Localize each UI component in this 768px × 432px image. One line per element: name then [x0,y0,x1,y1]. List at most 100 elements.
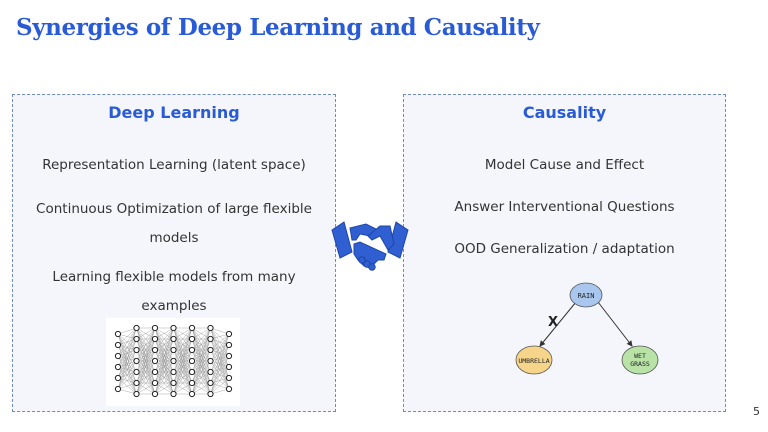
nn-node [170,379,177,387]
nn-node [225,363,233,371]
nn-node [114,385,122,393]
nn-node [151,324,159,332]
nn-node [114,374,122,382]
nn-edge [173,338,193,395]
nn-edge [136,327,156,373]
nn-edge [117,327,137,368]
nn-node [114,341,122,349]
deep-learning-item-3: Learning flexible models from many examp… [52,269,296,314]
nn-edge [210,333,230,395]
nn-node [151,335,159,343]
nn-edge [173,349,193,395]
nn-edge [210,327,230,335]
blocked-edge-mark: X [548,315,558,330]
nn-edge [117,349,137,390]
nn-edge [136,371,156,395]
nn-node [207,357,214,365]
nn-node [133,357,140,365]
nn-edge [210,333,230,340]
nn-node [170,324,177,332]
deep-learning-item-2: Continuous Optimization of large flexibl… [36,201,312,246]
nn-edge [154,382,174,395]
nn-node [207,379,214,387]
nn-edge [136,338,156,395]
nn-edge [191,327,211,384]
nn-node [133,346,140,354]
nn-node [114,363,122,371]
nn-edge [173,360,193,395]
nn-node [114,352,122,360]
nn-node [207,346,214,354]
nn-node [170,390,177,398]
nn-edge [154,327,174,384]
nn-edge [154,327,174,340]
nn-edge [173,327,193,362]
nn-edge [136,327,156,340]
nn-node [225,385,233,393]
umbrella-node-label: UMBRELLA [518,357,549,365]
slide-title: Synergies of Deep Learning and Causality [16,14,540,41]
nn-node [133,390,140,398]
nn-edge [191,327,211,362]
deep-learning-item-1: Representation Learning (latent space) [42,157,306,173]
nn-node [188,335,196,343]
nn-edge [210,333,230,351]
nn-node [151,390,159,398]
nn-node [133,324,140,332]
rain-wetgrass-edge [597,301,633,347]
nn-edge [173,382,193,395]
nn-edge [210,388,230,395]
nn-edge [154,360,174,395]
nn-edge [210,355,230,395]
nn-edge [191,349,211,395]
nn-edge [154,327,174,351]
nn-edge [191,371,211,395]
nn-edge [117,327,137,379]
nn-node [207,368,214,376]
nn-edge [191,382,211,395]
nn-node [188,390,196,398]
handshake-icon [331,221,409,271]
nn-edge [136,360,156,395]
nn-node [170,357,177,365]
neural-network-diagram [106,318,240,406]
nn-edge [210,333,230,384]
nn-node [207,390,214,398]
causality-heading: Causality [522,103,607,122]
nn-node [225,341,233,349]
nn-edge [117,388,137,395]
rain-node-label: RAIN [578,292,595,300]
nn-edge [173,371,193,395]
wet-grass-node-label-line1: WET [634,352,646,360]
nn-node [114,330,122,338]
nn-node [207,335,214,343]
nn-edge [117,327,137,335]
nn-edge [117,338,137,390]
nn-edge [154,327,174,362]
nn-node [170,368,177,376]
nn-edge [210,333,230,373]
nn-edge [117,327,137,390]
deep-learning-heading: Deep Learning [108,103,240,122]
wet-grass-node-label-line2: GRASS [630,360,650,368]
rain-node [569,282,603,308]
page-number: 5 [753,405,760,418]
nn-node [151,379,159,387]
nn-edge [210,377,230,395]
rain-umbrella-edge [539,301,577,347]
nn-edge [154,349,174,395]
nn-edge [136,327,156,362]
causality-item-1: Model Cause and Effect [484,157,645,173]
nn-node [133,379,140,387]
causality-item-3: OOD Generalization / adaptation [454,241,675,257]
nn-edge [191,327,211,351]
nn-edge [117,360,137,390]
nn-edge [173,327,193,351]
causality-item-2: Answer Interventional Questions [454,199,675,215]
nn-edge [173,327,193,340]
nn-node [225,352,233,360]
nn-node [225,374,233,382]
nn-node [188,346,196,354]
nn-edge [136,349,156,395]
nn-node [188,357,196,365]
